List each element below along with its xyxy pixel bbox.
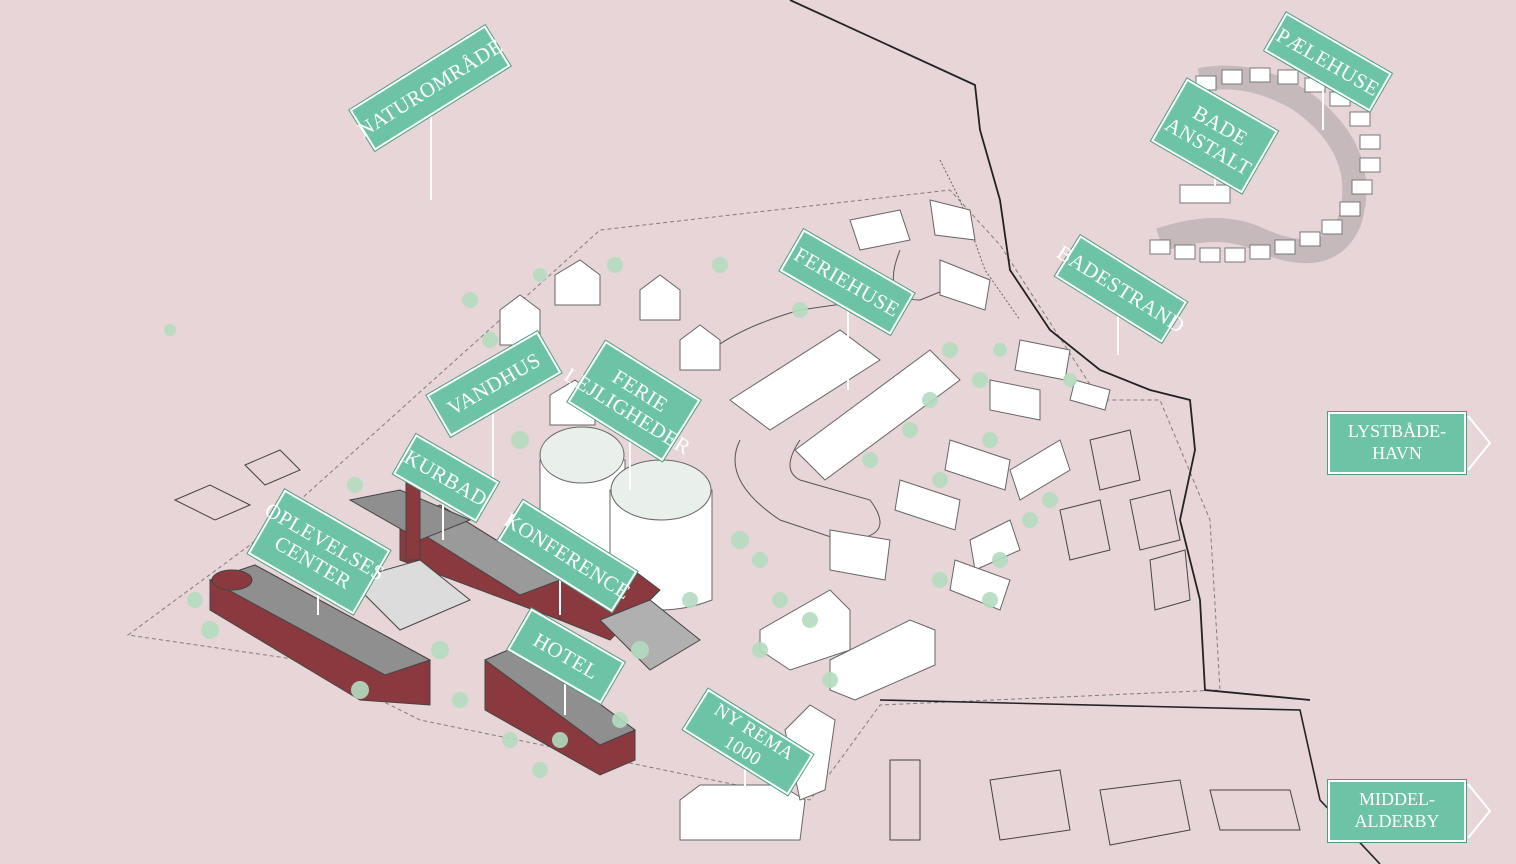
chevron-right-icon[interactable] <box>1462 412 1502 474</box>
paelehuse-ring <box>1149 65 1381 264</box>
nav-lystbaadehavn-button[interactable]: LYSTBÅDE- HAVN <box>1328 412 1466 474</box>
road-loop <box>734 439 881 541</box>
brick-buildings <box>208 449 701 776</box>
feriehuse-blocks <box>729 199 1111 611</box>
trees <box>164 257 1077 778</box>
outline-buildings <box>173 429 1301 846</box>
nav-middelalderby-button[interactable]: MIDDEL- ALDERBY <box>1328 780 1466 842</box>
coastline <box>789 0 1311 701</box>
chevron-right-icon[interactable] <box>1462 780 1502 842</box>
white-houses <box>499 259 721 426</box>
pier <box>879 699 1381 864</box>
